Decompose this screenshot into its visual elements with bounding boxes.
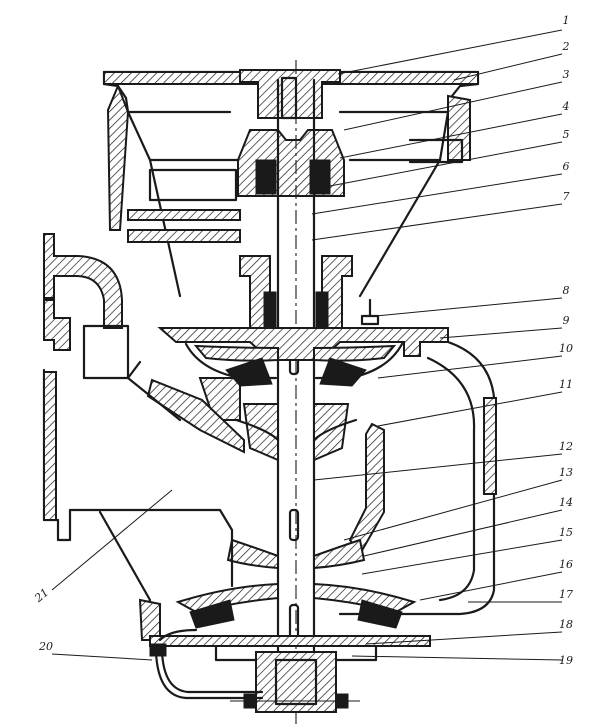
- callout-4: 4: [562, 100, 570, 113]
- callout-labels: 1 2 3 4 5 6 7 8 9 10 11 12 13 14 15 16 1…: [31, 14, 573, 667]
- guide-vane-diffuser: [234, 403, 385, 556]
- seal-housing: [239, 255, 380, 331]
- leader-lines: [51, 29, 563, 661]
- suction-casing: [68, 508, 431, 662]
- callout-14: 14: [559, 496, 573, 509]
- callout-5: 5: [563, 128, 570, 141]
- callout-15: 15: [559, 526, 573, 539]
- volute-casing: [126, 327, 497, 616]
- bottom-bearing-housing: [230, 651, 360, 713]
- first-stage-impeller: [193, 344, 397, 387]
- callout-2: 2: [562, 40, 570, 53]
- callout-13: 13: [559, 466, 573, 479]
- callout-3: 3: [563, 68, 570, 81]
- callout-9: 9: [563, 314, 570, 327]
- callout-12: 12: [559, 440, 573, 453]
- discharge-elbow: [42, 233, 130, 542]
- callout-11: 11: [559, 378, 573, 391]
- callout-18: 18: [559, 618, 573, 631]
- callout-6: 6: [563, 160, 570, 173]
- callout-17: 17: [559, 588, 573, 601]
- callout-8: 8: [563, 284, 570, 297]
- callout-10: 10: [559, 342, 573, 355]
- callout-7: 7: [563, 190, 570, 203]
- callout-19: 19: [559, 654, 573, 667]
- callout-1: 1: [563, 14, 570, 27]
- callout-21: 21: [31, 586, 51, 606]
- second-stage-impeller: [175, 538, 417, 629]
- callout-16: 16: [559, 558, 573, 571]
- callout-20: 20: [38, 640, 53, 653]
- balance-pipe: [149, 643, 264, 700]
- coupling: [237, 69, 345, 197]
